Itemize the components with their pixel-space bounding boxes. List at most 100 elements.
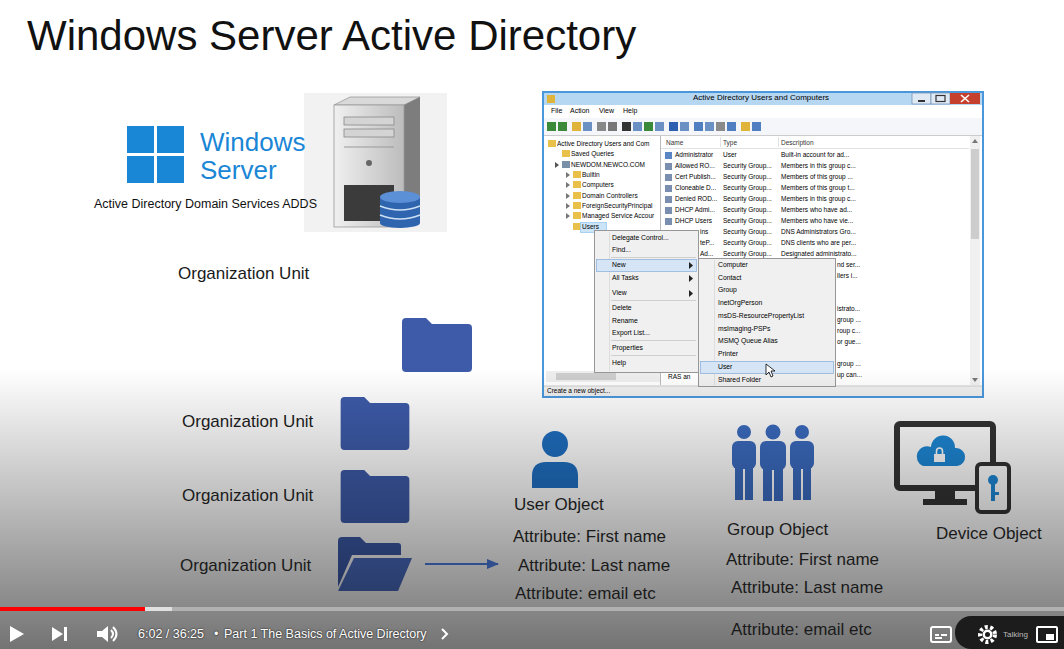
list-cell: DNS Administrators Gro... (781, 228, 856, 235)
menu-item: msImaging-PSPs (718, 325, 771, 333)
list-cell: Members in this group c... (781, 195, 856, 202)
menu-item: Delete (612, 304, 632, 312)
list-cell: Security Group... (723, 184, 772, 191)
server-picture (304, 93, 447, 232)
list-cell: Security Group... (723, 217, 772, 224)
windows-logo (127, 126, 187, 186)
list-cell: User (723, 151, 737, 158)
separator-dot: • (214, 627, 218, 641)
settings-gear (977, 624, 998, 645)
list-cell: Security Group... (723, 195, 772, 202)
tree-item: ForeignSecurityPrincipal (582, 202, 652, 209)
tree-item: Builtin (582, 171, 600, 178)
unit-label: Organization Unit (182, 412, 313, 432)
toolbar-icons (547, 122, 761, 131)
list-cell: roup c... (837, 327, 860, 334)
list-cell: teP... (700, 239, 714, 246)
tree-item: Active Directory Users and Com (557, 140, 649, 147)
list-cell: llers i... (837, 272, 858, 279)
menu-item: New (612, 261, 626, 269)
menu-item: User (718, 363, 732, 371)
list-cell: Cert Publish... (675, 173, 716, 180)
tree-item: Users (582, 223, 599, 230)
menu-item: Rename (612, 317, 638, 325)
menu-item: Computer (718, 261, 748, 269)
list-cell: up can... (837, 371, 862, 378)
video-title: Part 1 The Basics of Active Directory (224, 627, 427, 641)
menu-item: View (612, 289, 627, 297)
list-cell: Members of this group ... (781, 173, 853, 180)
badge-text: Talking (1003, 630, 1028, 639)
list-cell: Administrator (675, 151, 713, 158)
list-cell: Members in this group c... (781, 162, 856, 169)
unit-label: Organization Unit (178, 264, 309, 284)
org-unit: Organization Unit (170, 258, 480, 376)
menu-item: Delegate Control... (612, 234, 669, 242)
menu-item: Printer (718, 350, 738, 358)
menu-item: Shared Folder (718, 376, 761, 384)
list-cell: Members of this group t... (781, 184, 855, 191)
progress-played (0, 607, 145, 611)
attribute-text: Attribute: First name (513, 527, 666, 547)
pip-button (1036, 626, 1058, 643)
group-object: Group ObjectAttribute: First nameAttribu… (715, 420, 905, 642)
list-cell: Members who have ad... (781, 206, 852, 213)
subtitles-button (930, 626, 952, 643)
folder-icon (402, 318, 472, 372)
attribute-text: Attribute: Last name (518, 556, 670, 576)
play-button (10, 626, 24, 642)
list-cell: DHCP Users (675, 217, 712, 224)
list-cell: Allowed RO... (675, 162, 715, 169)
list-cell: Security Group... (723, 162, 772, 169)
list-cell: Members who have vie... (781, 217, 853, 224)
service-name: Active Directory Domain Services ADDS (94, 197, 317, 211)
list-cell: group ... (837, 316, 861, 323)
product-name: Server (200, 156, 277, 186)
attribute-text: Attribute: Last name (731, 578, 883, 598)
attribute-text: Attribute: First name (726, 550, 879, 570)
status-text: Create a new object... (547, 387, 610, 394)
list-cell: istrato... (837, 305, 860, 312)
column-header: Type (723, 139, 737, 146)
column-header: Description (781, 139, 814, 146)
tree-item: Managed Service Accour (582, 212, 654, 219)
tree-item: NEWDOM.NEWCO.COM (571, 161, 645, 168)
menu-item: Export List... (612, 329, 650, 337)
attribute-text: Attribute: email etc (731, 620, 872, 640)
next-button (52, 627, 68, 641)
menu-item: msDS-ResourcePropertyList (718, 312, 804, 320)
list-cell: Cloneable D... (675, 184, 716, 191)
menu-item: Find... (612, 246, 631, 254)
menu-item: MSMQ Queue Alias (718, 337, 778, 345)
list-cell: Security Group... (723, 250, 772, 257)
list-cell: Security Group... (723, 228, 772, 235)
connector-arrow (425, 563, 498, 565)
menu-item: View (599, 107, 614, 115)
context-menu (595, 231, 699, 373)
unit-label: Organization Unit (182, 486, 313, 506)
list-cell: Ad... (700, 250, 713, 257)
list-cell: Built-in account for ad... (781, 151, 849, 158)
list-cell: Security Group... (723, 206, 772, 213)
list-cell: ins (700, 228, 708, 235)
list-cell: DNS clients who are per... (781, 239, 856, 246)
list-cell: Designated administrato... (781, 250, 857, 257)
chapter-chevron (441, 628, 449, 640)
org-unit: Organization Unit (175, 535, 425, 593)
org-unit: Organization Unit (175, 395, 420, 453)
list-cell: Denied ROD... (675, 195, 717, 202)
attribute-text: Attribute: email etc (515, 584, 656, 604)
list-cell: nd ser... (837, 261, 860, 268)
menu-item: Group (718, 286, 737, 294)
menu-item: All Tasks (612, 274, 639, 282)
list-cell: Security Group... (723, 239, 772, 246)
menu-item: Help (623, 107, 637, 115)
list-cell: RAS an (668, 373, 690, 380)
window-title: Active Directory Users and Computers (693, 93, 829, 102)
column-header: Name (666, 139, 683, 146)
object-heading: Device Object (936, 524, 1042, 544)
org-unit: Organization Unit (175, 468, 420, 526)
user-object: User ObjectAttribute: First nameAttribut… (498, 425, 683, 606)
